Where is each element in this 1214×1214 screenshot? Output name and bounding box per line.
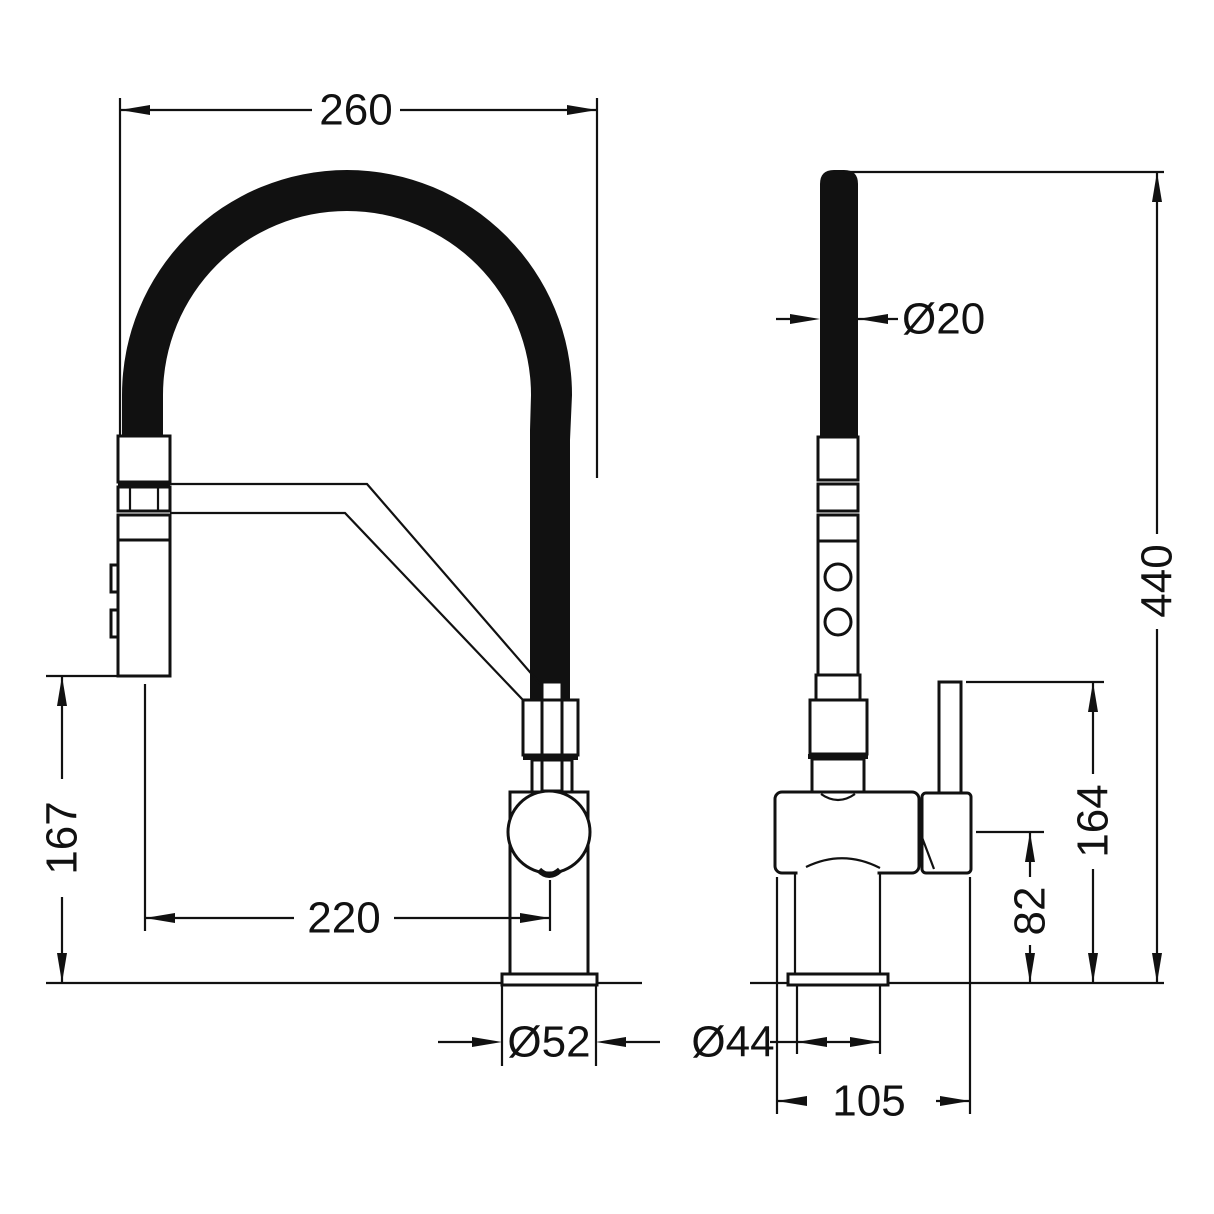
spray-button-side <box>823 607 853 637</box>
dock-post <box>540 680 564 793</box>
dim-label-167: 167 <box>38 801 87 874</box>
dim-label-260: 260 <box>319 86 392 135</box>
dim-label-220: 220 <box>307 894 380 943</box>
base-flange-side <box>786 972 890 987</box>
head-section <box>814 673 862 702</box>
handle-stick <box>937 680 963 795</box>
column-joint-mask <box>797 871 878 876</box>
dim-spout-reach: 220 <box>143 684 552 943</box>
lever-line <box>918 831 936 870</box>
dim-label-base: Ø52 <box>507 1018 590 1067</box>
spray-head-collar <box>116 434 172 484</box>
tap-black-ring-side <box>808 754 868 759</box>
spray-head-upper <box>116 513 172 542</box>
dim-pivot-height: 82 <box>976 830 1055 983</box>
dim-body-depth: 105 <box>775 877 972 1126</box>
head-section <box>816 435 860 482</box>
spray-head-body <box>116 538 172 678</box>
tap-black-ring-front <box>523 755 578 760</box>
dim-base-diameter: Ø52 <box>438 986 660 1067</box>
dim-label-440: 440 <box>1133 544 1182 617</box>
dock-arm-bottom-edge <box>170 511 524 701</box>
tap-collar-side <box>808 698 869 756</box>
handle-block <box>920 791 973 875</box>
tap-body-side <box>773 790 921 875</box>
dim-shank-diameter: Ø44 <box>691 986 882 1067</box>
dim-spray-head-drop: 167 <box>38 674 118 983</box>
dim-total-height: 440 <box>843 170 1182 983</box>
dim-label-shank: Ø44 <box>691 1018 774 1067</box>
dim-label-82: 82 <box>1006 887 1055 936</box>
head-section <box>816 482 860 513</box>
ball-joint <box>506 789 592 875</box>
dim-label-164: 164 <box>1069 784 1118 857</box>
spray-head-ring <box>116 485 172 513</box>
side-view <box>773 170 973 987</box>
body-curve-upper <box>820 793 856 802</box>
head-section <box>816 513 860 543</box>
spray-button <box>109 563 120 594</box>
dim-label-105: 105 <box>832 1077 905 1126</box>
dim-hose-diameter: Ø20 <box>776 295 985 344</box>
dim-handle-height: 164 <box>966 680 1118 983</box>
spray-head-black-ring <box>118 482 170 487</box>
spray-button-side <box>823 562 853 592</box>
base-flange-front <box>500 972 599 987</box>
body-curve-lower <box>805 857 881 869</box>
hose-arc <box>122 170 572 699</box>
dock-arm-top-edge <box>170 482 543 687</box>
spray-button <box>109 608 120 639</box>
hose-side <box>820 170 858 437</box>
dim-label-hose: Ø20 <box>902 295 985 344</box>
dim-arc-width: 260 <box>118 86 599 478</box>
dimensions: 260 Ø20 440 164 <box>38 86 1182 1126</box>
tap-neck-side <box>810 757 866 794</box>
front-view <box>109 170 599 987</box>
outlet-arc <box>536 867 563 878</box>
